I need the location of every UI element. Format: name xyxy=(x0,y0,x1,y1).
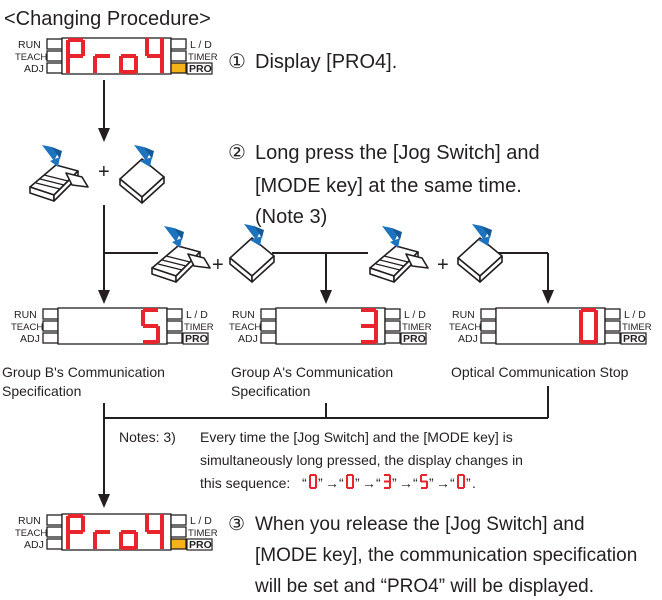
adj-label: ADJ xyxy=(20,333,40,345)
timer-label: TIMER xyxy=(188,528,218,539)
run-label: RUN xyxy=(232,309,255,321)
svg-text:”: ” xyxy=(318,475,323,491)
svg-text:→: → xyxy=(436,475,450,491)
timer-indicator xyxy=(170,50,187,62)
svg-text:→: → xyxy=(325,475,339,491)
svg-text:“: “ xyxy=(302,475,307,491)
timer-label: TIMER xyxy=(622,322,652,333)
ld-label: L / D xyxy=(186,309,208,321)
teach-label: TEACH xyxy=(449,322,481,333)
ld-label: L / D xyxy=(190,515,212,527)
run-label: RUN xyxy=(18,39,41,51)
caption-group-a-line1: Group A's Communication xyxy=(231,364,393,380)
svg-text:”: ” xyxy=(355,475,360,491)
pro-label-box xyxy=(186,62,213,75)
step2-line2: [MODE key] at the same time. xyxy=(255,175,522,197)
step3-line1: When you release the [Jog Switch] and xyxy=(255,514,585,535)
step3-number: ③ xyxy=(228,514,245,535)
run-label: RUN xyxy=(452,309,475,321)
display-panel-optical-stop: RUN TEACH ADJ L / D TIMER PRO xyxy=(449,307,652,345)
pro-label: PRO xyxy=(185,333,208,345)
svg-text:”: ” xyxy=(392,475,397,491)
svg-text:”: ” xyxy=(429,475,434,491)
plus-sign-3: + xyxy=(437,254,449,276)
step3-line2: [MODE key], the communication specificat… xyxy=(255,545,637,566)
notes-line3: this sequence: xyxy=(200,475,290,491)
display-panel-pro4-final: RUN TEACH ADJ L / D TIMER PRO xyxy=(15,513,218,551)
ld-indicator xyxy=(170,38,187,50)
step3-line3: will be set and “PRO4” will be displayed… xyxy=(254,576,594,597)
pro-indicator-lit xyxy=(170,62,187,74)
pro-label: PRO xyxy=(189,539,212,551)
svg-text:→: → xyxy=(399,475,413,491)
notes-prefix: Notes: 3) xyxy=(119,429,176,445)
caption-group-b-line1: Group B's Communication xyxy=(2,364,165,380)
svg-text:→: → xyxy=(362,475,376,491)
display-panel-pro4: RUN TEACH ADJ L / D TIMER PRO xyxy=(15,37,218,75)
digit-window xyxy=(495,307,606,345)
teach-label: TEACH xyxy=(15,528,47,539)
timer-label: TIMER xyxy=(188,52,218,63)
svg-text:“: “ xyxy=(339,475,344,491)
plus-sign-2: + xyxy=(212,254,224,276)
step2-line3: (Note 3) xyxy=(255,206,327,228)
ld-label: L / D xyxy=(624,309,646,321)
display-panel-group-b: RUN TEACH ADJ L / D TIMER PRO xyxy=(11,307,214,345)
display-panel-group-a: RUN TEACH ADJ L / D TIMER PRO xyxy=(229,307,432,345)
notes-sequence: “ ” → “ ” → “ ” → “ ” → “ ” . xyxy=(302,474,476,491)
teach-label: TEACH xyxy=(229,322,261,333)
teach-label: TEACH xyxy=(11,322,43,333)
teach-label: TEACH xyxy=(15,52,47,63)
svg-text:“: “ xyxy=(413,475,418,491)
pro-label: PRO xyxy=(623,333,646,345)
pro-label: PRO xyxy=(189,63,212,75)
ld-label: L / D xyxy=(190,39,212,51)
svg-text:”: ” xyxy=(466,475,471,491)
pro-indicator-lit xyxy=(170,538,187,550)
svg-text:“: “ xyxy=(450,475,455,491)
caption-group-a-line2: Specification xyxy=(231,383,310,399)
run-label: RUN xyxy=(14,309,37,321)
step2-number: ② xyxy=(228,142,246,164)
svg-text:“: “ xyxy=(376,475,381,491)
caption-group-b-line2: Specification xyxy=(2,383,81,399)
notes-line2: simultaneously long pressed, the display… xyxy=(200,452,523,468)
adj-label: ADJ xyxy=(238,333,258,345)
run-label: RUN xyxy=(18,515,41,527)
caption-optical-stop: Optical Communication Stop xyxy=(451,364,629,380)
adj-label: ADJ xyxy=(24,63,44,75)
ld-label: L / D xyxy=(404,309,426,321)
step1-text: Display [PRO4]. xyxy=(255,51,397,73)
pro-label: PRO xyxy=(403,333,426,345)
run-indicator xyxy=(46,38,63,50)
timer-label: TIMER xyxy=(402,322,432,333)
teach-indicator xyxy=(46,50,63,62)
notes-line1: Every time the [Jog Switch] and the [MOD… xyxy=(200,429,513,445)
step1-number: ① xyxy=(228,51,246,73)
adj-label: ADJ xyxy=(458,333,478,345)
step2-line1: Long press the [Jog Switch] and xyxy=(255,142,540,164)
plus-sign: + xyxy=(98,161,110,183)
procedure-title: <Changing Procedure> xyxy=(4,8,211,30)
adj-indicator xyxy=(46,62,63,74)
adj-label: ADJ xyxy=(24,539,44,551)
svg-text:.: . xyxy=(472,475,476,491)
timer-label: TIMER xyxy=(184,322,214,333)
